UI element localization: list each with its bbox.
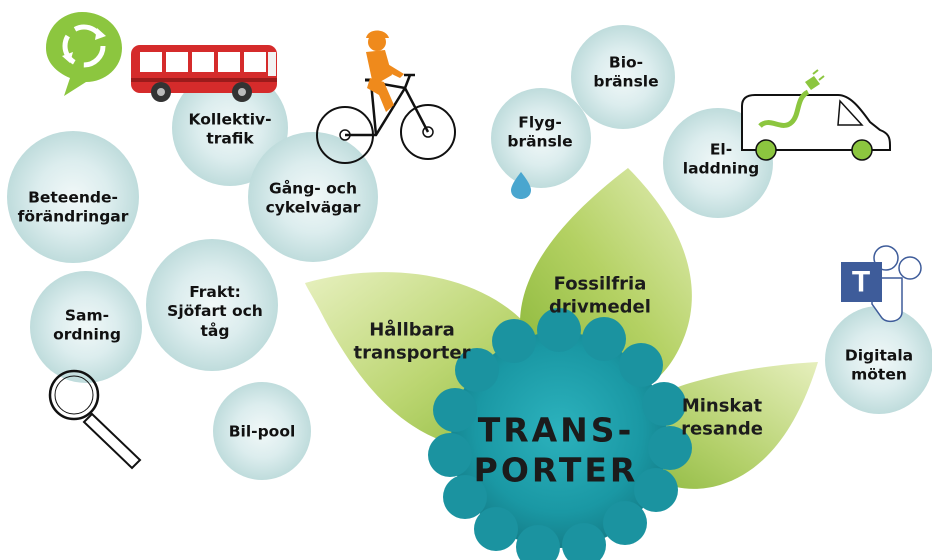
label-fossilfria: Fossilfria drivmedel — [549, 273, 651, 318]
label-flygbransle: Flyg- bränsle — [507, 113, 573, 151]
bubble-digitala — [825, 306, 932, 414]
bubble-biobransle — [571, 25, 675, 129]
recycle-icon — [46, 12, 122, 96]
center-title: TRANS- PORTER — [473, 410, 639, 489]
bubble-flygbransle — [491, 88, 591, 188]
label-minskat: Minskat resande — [681, 395, 763, 440]
bubble-beteende — [7, 131, 139, 263]
label-frakt: Frakt: Sjöfart och tåg — [167, 282, 263, 340]
bubble-bilpool — [213, 382, 311, 480]
magnifier-icon — [48, 369, 142, 470]
teams-letter: T — [851, 265, 871, 299]
label-digitala: Digitala möten — [844, 346, 914, 384]
label-bilpool: Bil-pool — [228, 422, 296, 441]
center-flower — [428, 308, 692, 560]
label-biobransle: Bio- bränsle — [593, 53, 659, 91]
droplet-icon — [511, 172, 531, 199]
bus-icon — [131, 45, 277, 102]
bubble-gang-cykel — [248, 132, 378, 262]
cyclist-icon — [316, 30, 456, 164]
bubble-kollektivtrafik — [172, 70, 288, 186]
label-samordning: Sam- ordning — [53, 306, 121, 344]
label-beteende: Beteende- förändringar — [17, 188, 129, 226]
label-elladdning: El- laddning — [682, 140, 760, 178]
teams-icon — [841, 245, 922, 323]
bubble-samordning — [30, 271, 142, 383]
bubbles — [7, 25, 932, 480]
electric-car-icon — [741, 69, 891, 161]
label-gang-cykel: Gång- och cykelvägar — [265, 179, 361, 217]
label-hallbara: Hållbara transporter — [353, 319, 471, 364]
bubble-frakt — [146, 239, 278, 371]
label-kollektivtrafik: Kollektiv- trafik — [188, 110, 272, 148]
